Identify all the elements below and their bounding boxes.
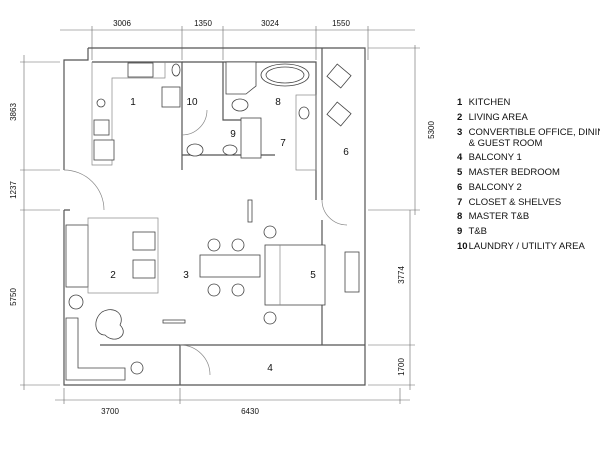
room-label-8: 8 — [275, 97, 281, 108]
dim-top-2: 1350 — [194, 19, 212, 28]
kitchen-counters — [91, 62, 181, 166]
legend-item: 3 CONVERTIBLE OFFICE, DINING — [457, 127, 600, 139]
dim-right-1: 5300 — [427, 121, 436, 139]
legend-item: 2 LIVING AREA — [457, 111, 528, 123]
room-label-2: 2 — [110, 270, 116, 281]
room-label-9: 9 — [230, 129, 236, 140]
doors — [63, 109, 348, 376]
dim-right-2: 3774 — [397, 266, 406, 284]
room-label-10: 10 — [186, 97, 198, 108]
dining-furniture — [199, 199, 261, 297]
legend-item: 7 CLOSET & SHELVES — [457, 196, 562, 208]
dimension-lines — [20, 26, 420, 404]
room-label-3: 3 — [183, 270, 189, 281]
room-label-5: 5 — [310, 270, 316, 281]
room-label-7: 7 — [280, 138, 286, 149]
living-furniture — [65, 217, 186, 381]
dim-right-3: 1700 — [397, 358, 406, 376]
dim-top-1: 3006 — [113, 19, 131, 28]
room-label-4: 4 — [267, 363, 273, 374]
legend-item: & GUEST ROOM — [468, 138, 543, 150]
legend-item: 6 BALCONY 2 — [457, 181, 522, 193]
balcony-chairs — [326, 63, 352, 127]
room-label-1: 1 — [130, 97, 136, 108]
dim-bottom-1: 3700 — [101, 407, 119, 416]
legend-item: 1 KITCHEN — [457, 97, 511, 108]
legend-item: 4 BALCONY 1 — [457, 152, 522, 164]
legend-item: 5 MASTER BEDROOM — [457, 167, 560, 179]
dim-bottom-2: 6430 — [241, 407, 259, 416]
legend-item: 10 LAUNDRY / UTILITY AREA — [457, 240, 585, 252]
dim-left-2: 1237 — [9, 181, 18, 199]
bath-fixtures — [186, 61, 317, 171]
bedroom-furniture — [263, 225, 360, 325]
legend-item: 9 T&B — [457, 225, 487, 237]
room-label-6: 6 — [343, 147, 349, 158]
dim-left-3: 5750 — [9, 288, 18, 306]
dim-top-4: 1550 — [332, 19, 350, 28]
dim-top-3: 3024 — [261, 19, 279, 28]
dim-left-1: 3863 — [9, 103, 18, 121]
room-legend: 1 KITCHEN 2 LIVING AREA 3 CONVERTIBLE OF… — [457, 96, 600, 254]
legend-item: 8 MASTER T&B — [457, 211, 530, 223]
